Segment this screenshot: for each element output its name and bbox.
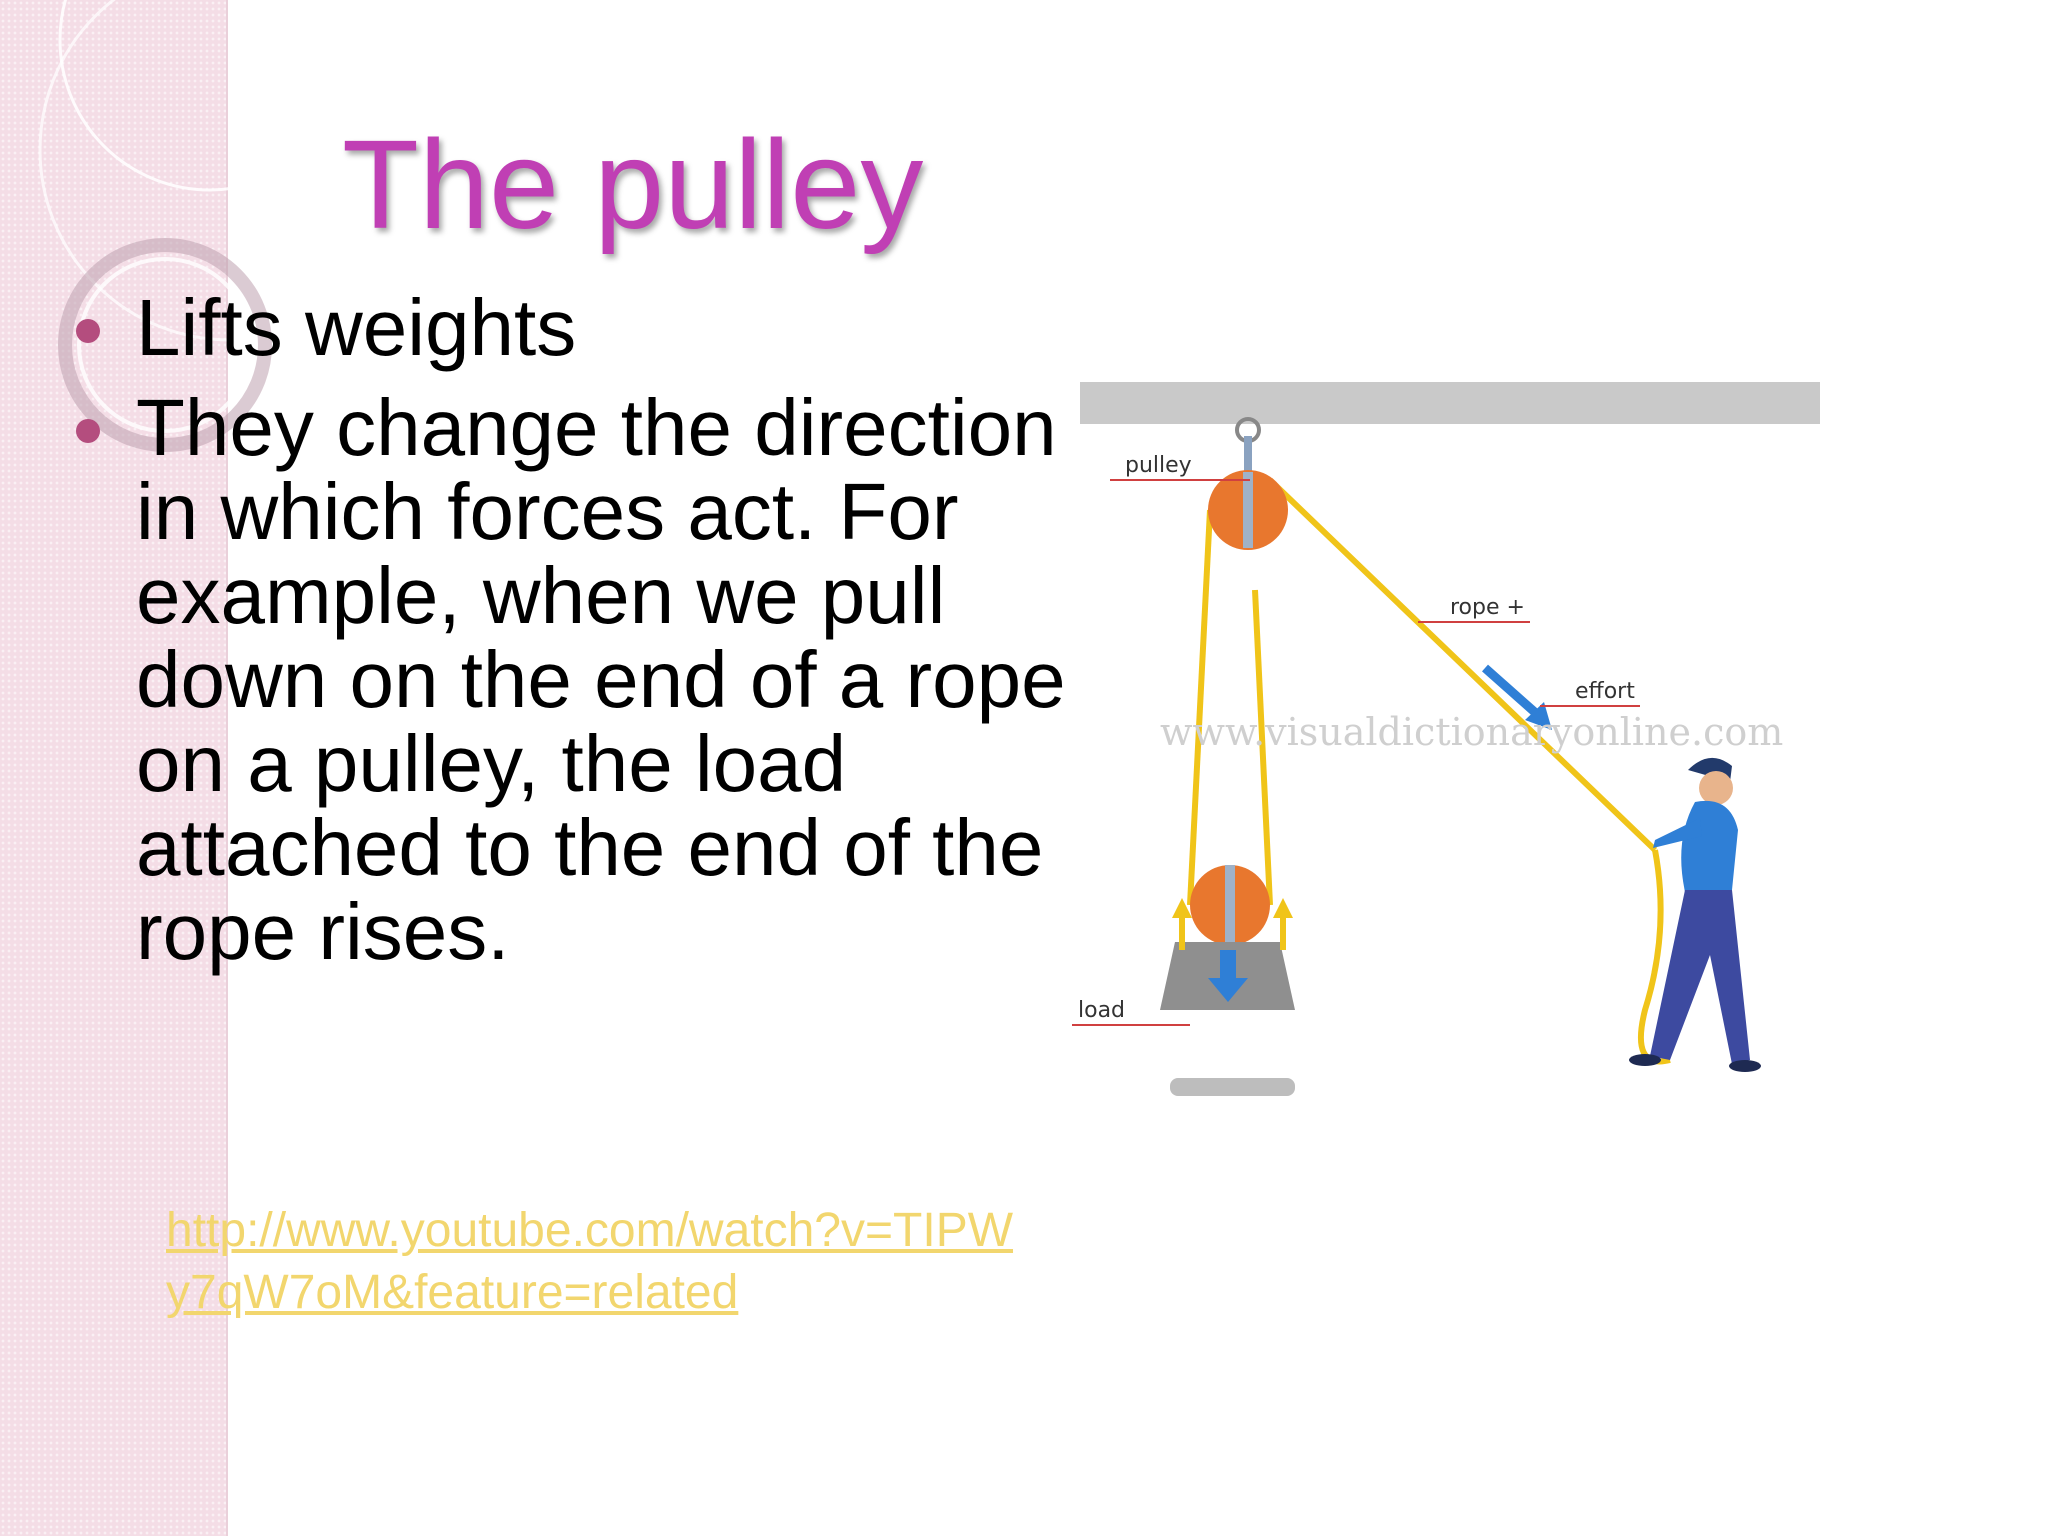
pulley-diagram: pulley rope + effort load www.visualdict… bbox=[1072, 382, 1820, 1096]
youtube-link[interactable]: http://www.youtube.com/watch?v=TIPWy7qW7… bbox=[166, 1204, 1014, 1319]
bullet-text: They change the direction in which force… bbox=[136, 383, 1066, 976]
lift-arrows-icon bbox=[1172, 898, 1293, 950]
bullet-list: Lifts weights They change the direction … bbox=[70, 286, 1070, 990]
bullet-dot-icon bbox=[76, 419, 100, 443]
bullet-item: Lifts weights bbox=[70, 286, 1070, 370]
effort-label: effort bbox=[1575, 679, 1635, 704]
slide-title: The pulley bbox=[342, 114, 924, 255]
load-arrow-down-icon bbox=[1208, 950, 1248, 1002]
ceiling-beam bbox=[1080, 382, 1820, 424]
load-label: load bbox=[1078, 998, 1125, 1023]
bullet-text: Lifts weights bbox=[136, 283, 577, 372]
fixed-pulley-axle bbox=[1243, 472, 1253, 548]
watermark-text: www.visualdictionaryonline.com bbox=[1160, 710, 1783, 754]
bullet-dot-icon bbox=[76, 319, 100, 343]
rope-label: rope + bbox=[1450, 595, 1525, 620]
load-shadow bbox=[1170, 1078, 1295, 1096]
decorative-rings bbox=[38, 0, 400, 452]
man-pulling-figure bbox=[1629, 757, 1761, 1072]
pulley-label: pulley bbox=[1125, 453, 1192, 478]
movable-pulley-axle bbox=[1225, 865, 1235, 945]
effort-arrow-icon bbox=[1482, 664, 1552, 730]
side-band-edge bbox=[226, 0, 228, 1536]
bullet-item: They change the direction in which force… bbox=[70, 386, 1070, 974]
